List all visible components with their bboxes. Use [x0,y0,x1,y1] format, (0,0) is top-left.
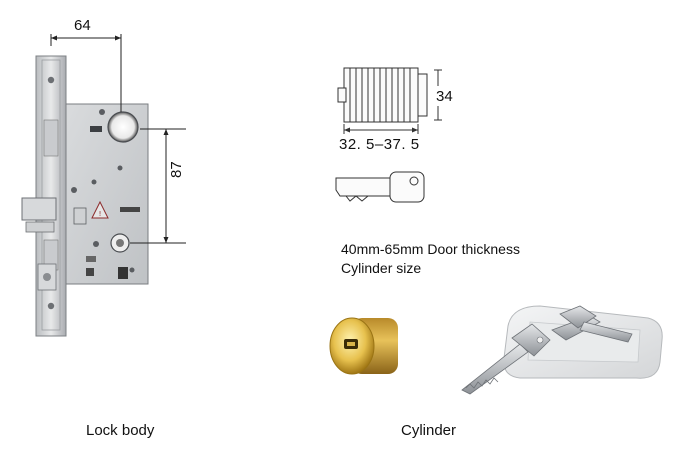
dimension-34 [434,69,442,121]
deadbolt [37,263,57,291]
dimension-length [343,124,419,134]
cylinder-caption: Cylinder [401,422,457,439]
backset-dimension-label: 64 [74,17,91,34]
door-thickness-spec: 40mm-65mm Door thickness [341,241,520,257]
cylinder-outline [337,67,428,123]
cylinder-length-label: 32. 5–37. 5 [339,136,420,153]
dimension-64 [50,34,122,112]
keys [461,305,633,395]
lock-case: ! [65,103,149,285]
plastic-package [503,305,663,379]
cylinder-diameter-label: 34 [436,88,453,105]
svg-text:!: ! [99,210,102,218]
cylinder-size-spec: Cylinder size [341,260,422,276]
latch-bolt [21,197,57,233]
dimension-87 [130,128,186,244]
key-outline [335,171,425,203]
lock-body-caption: Lock body [86,422,155,439]
